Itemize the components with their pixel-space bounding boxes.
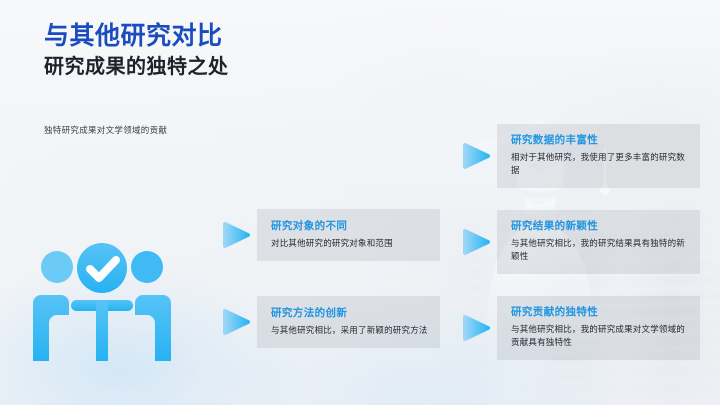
title-main: 与其他研究对比 [44,22,223,50]
feature-card-heading: 研究方法的创新 [271,306,348,319]
feature-card-heading: 研究数据的丰富性 [511,134,599,147]
feature-card-body: 与其他研究相比，我的研究结果具有独特的新颖性 [511,237,686,262]
feature-card-panel: 研究结果的新颖性 与其他研究相比，我的研究结果具有独特的新颖性 [497,210,700,274]
play-triangle-icon [462,141,490,171]
feature-card[interactable]: 研究方法的创新 与其他研究相比，采用了新颖的研究方法 [222,296,440,348]
play-triangle-icon [462,227,490,257]
play-triangle-icon [222,220,250,250]
feature-card-heading: 研究对象的不同 [271,219,348,232]
people-check-icon [27,243,177,361]
feature-card[interactable]: 研究对象的不同 对比其他研究的研究对象和范围 [222,209,440,261]
feature-card-panel: 研究方法的创新 与其他研究相比，采用了新颖的研究方法 [257,296,440,348]
feature-card[interactable]: 研究结果的新颖性 与其他研究相比，我的研究结果具有独特的新颖性 [462,210,700,274]
feature-card[interactable]: 研究数据的丰富性 相对于其他研究，我使用了更多丰富的研究数据 [462,124,700,188]
play-triangle-icon [462,313,490,343]
feature-card-body: 与其他研究相比，采用了新颖的研究方法 [271,324,428,335]
play-triangle-icon [222,307,250,337]
subtitle-caption: 独特研究成果对文学领域的贡献 [44,125,168,135]
title-sub: 研究成果的独特之处 [44,55,229,78]
feature-card-panel: 研究贡献的独特性 与其他研究相比，我的研究成果对文学领域的贡献具有独特性 [497,296,700,360]
page-title: 与其他研究对比 研究成果的独特之处 [44,22,229,80]
feature-card-body: 对比其他研究的研究对象和范围 [271,237,393,248]
feature-card[interactable]: 研究贡献的独特性 与其他研究相比，我的研究成果对文学领域的贡献具有独特性 [462,296,700,360]
feature-card-heading: 研究贡献的独特性 [511,306,599,319]
feature-card-body: 相对于其他研究，我使用了更多丰富的研究数据 [511,151,686,176]
feature-card-panel: 研究数据的丰富性 相对于其他研究，我使用了更多丰富的研究数据 [497,124,700,188]
feature-card-heading: 研究结果的新颖性 [511,220,599,233]
graduate-silhouette-icon [455,58,625,358]
feature-card-panel: 研究对象的不同 对比其他研究的研究对象和范围 [257,209,440,261]
feature-card-body: 与其他研究相比，我的研究成果对文学领域的贡献具有独特性 [511,323,686,348]
